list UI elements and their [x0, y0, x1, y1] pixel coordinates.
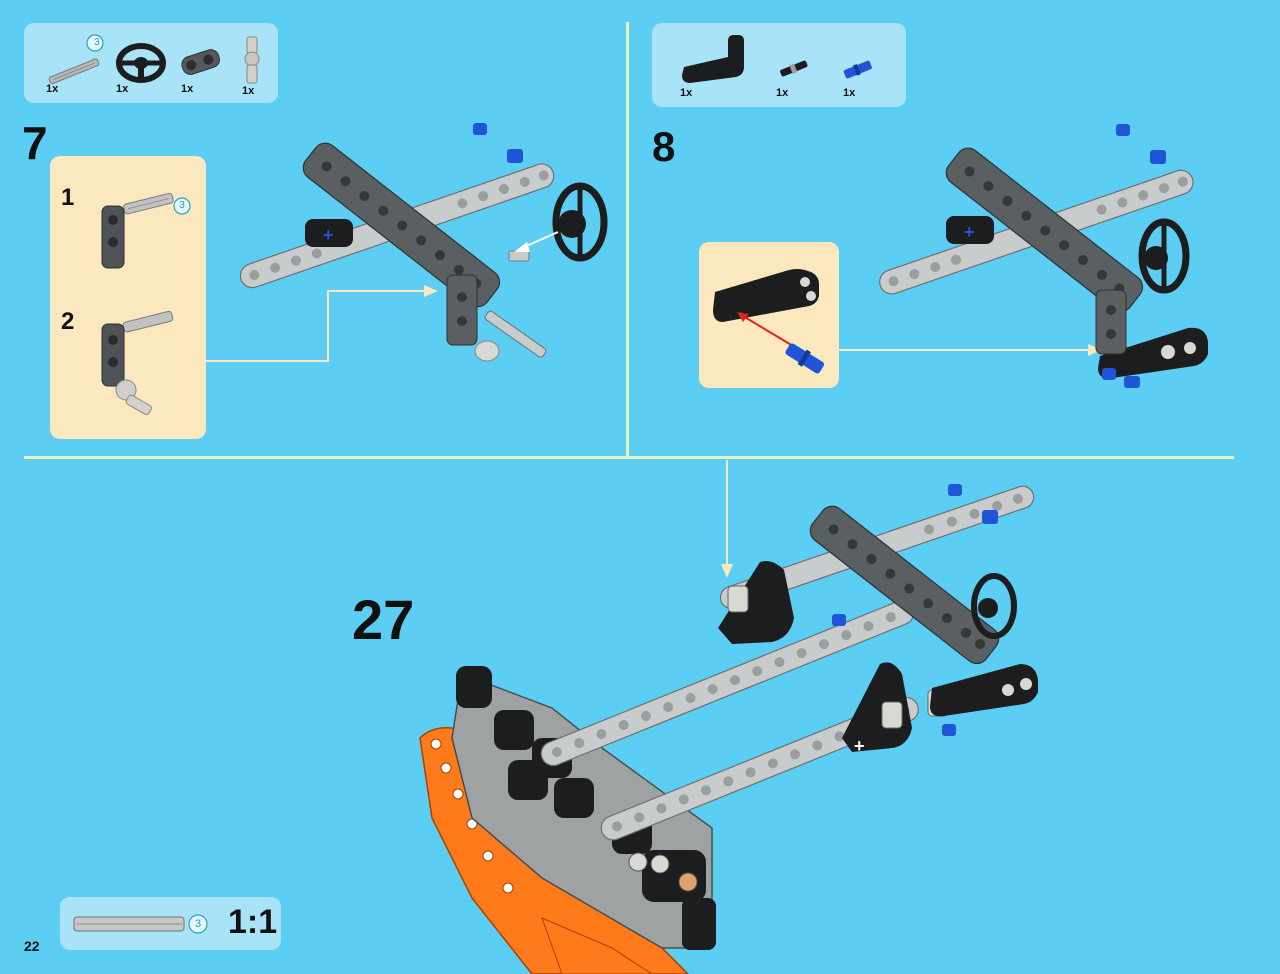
substep-1-number: 1 — [61, 184, 75, 211]
scale-reference-box: 3 1:1 — [60, 897, 281, 950]
substep-2-number: 2 — [61, 308, 75, 335]
part-qty: 1x — [776, 87, 789, 99]
page-number: 22 — [24, 938, 40, 954]
axle-3-icon — [48, 34, 104, 85]
steering-wheel-icon — [552, 182, 608, 262]
scale-ratio: 1:1 — [228, 903, 278, 941]
chassis-assembly-model: + — [419, 484, 1038, 974]
part-qty: 1x — [116, 83, 129, 95]
connector-with-axle-icon — [101, 192, 191, 269]
scale-badge: 3 — [194, 918, 202, 930]
l-beam-icon — [682, 35, 744, 83]
step8-parts-list: 1x 1x 1x — [652, 23, 906, 107]
part-qty: 1x — [680, 87, 693, 99]
friction-pin-icon — [780, 60, 808, 77]
svg-text:+: + — [964, 222, 975, 242]
step8-subassembly-box — [699, 242, 839, 388]
axle-3-icon — [73, 914, 208, 934]
step7-assembly-model: + — [239, 123, 555, 362]
steering-wheel-icon — [116, 43, 166, 83]
part-qty: 1x — [843, 87, 856, 99]
part-qty: 1x — [242, 85, 255, 97]
step7-parts-list: 3 1x 1x 1x 1x — [24, 23, 278, 103]
part-qty: 1x — [181, 83, 194, 95]
step8-number: 8 — [652, 123, 676, 170]
step27-number: 27 — [352, 588, 415, 651]
step8-assembly-model: + — [879, 124, 1208, 388]
svg-text:+: + — [323, 225, 334, 245]
l-beam-with-pin-icon — [713, 269, 825, 374]
axle-pin-connector-icon — [181, 49, 220, 75]
svg-text:+: + — [854, 736, 865, 756]
axle-pin-blue-icon — [843, 60, 872, 79]
part-qty: 1x — [46, 83, 59, 95]
universal-joint-icon — [244, 36, 260, 84]
connector-with-ujoint-icon — [101, 310, 174, 416]
step7-number: 7 — [22, 117, 48, 169]
axle-badge: 3 — [94, 37, 100, 48]
horizontal-divider — [24, 456, 1234, 459]
step7-subassembly-box: 1 3 2 — [50, 156, 206, 439]
vertical-divider — [626, 22, 629, 456]
axle-badge: 3 — [179, 200, 185, 211]
